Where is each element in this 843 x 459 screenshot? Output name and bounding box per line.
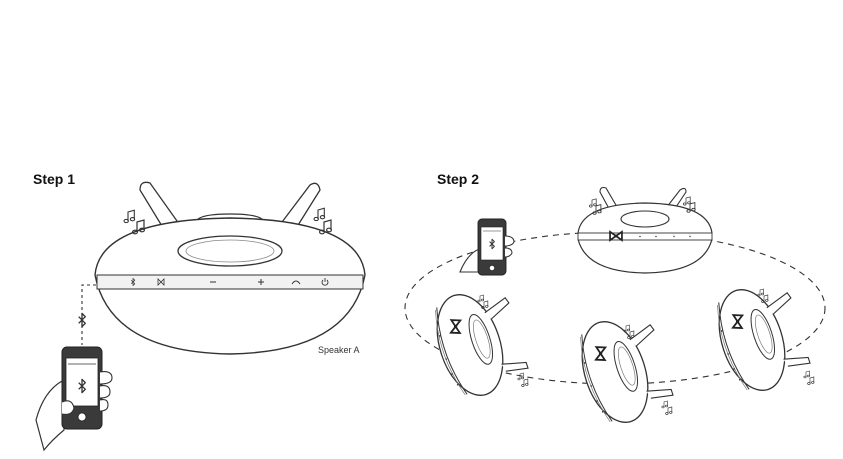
- party-speaker-2: [570, 307, 678, 431]
- master-speaker: [578, 188, 712, 274]
- smartphone-icon: [460, 219, 514, 275]
- smartphone-icon: [36, 347, 112, 450]
- party-speaker-1: [425, 280, 533, 404]
- bluetooth-icon: [79, 313, 86, 326]
